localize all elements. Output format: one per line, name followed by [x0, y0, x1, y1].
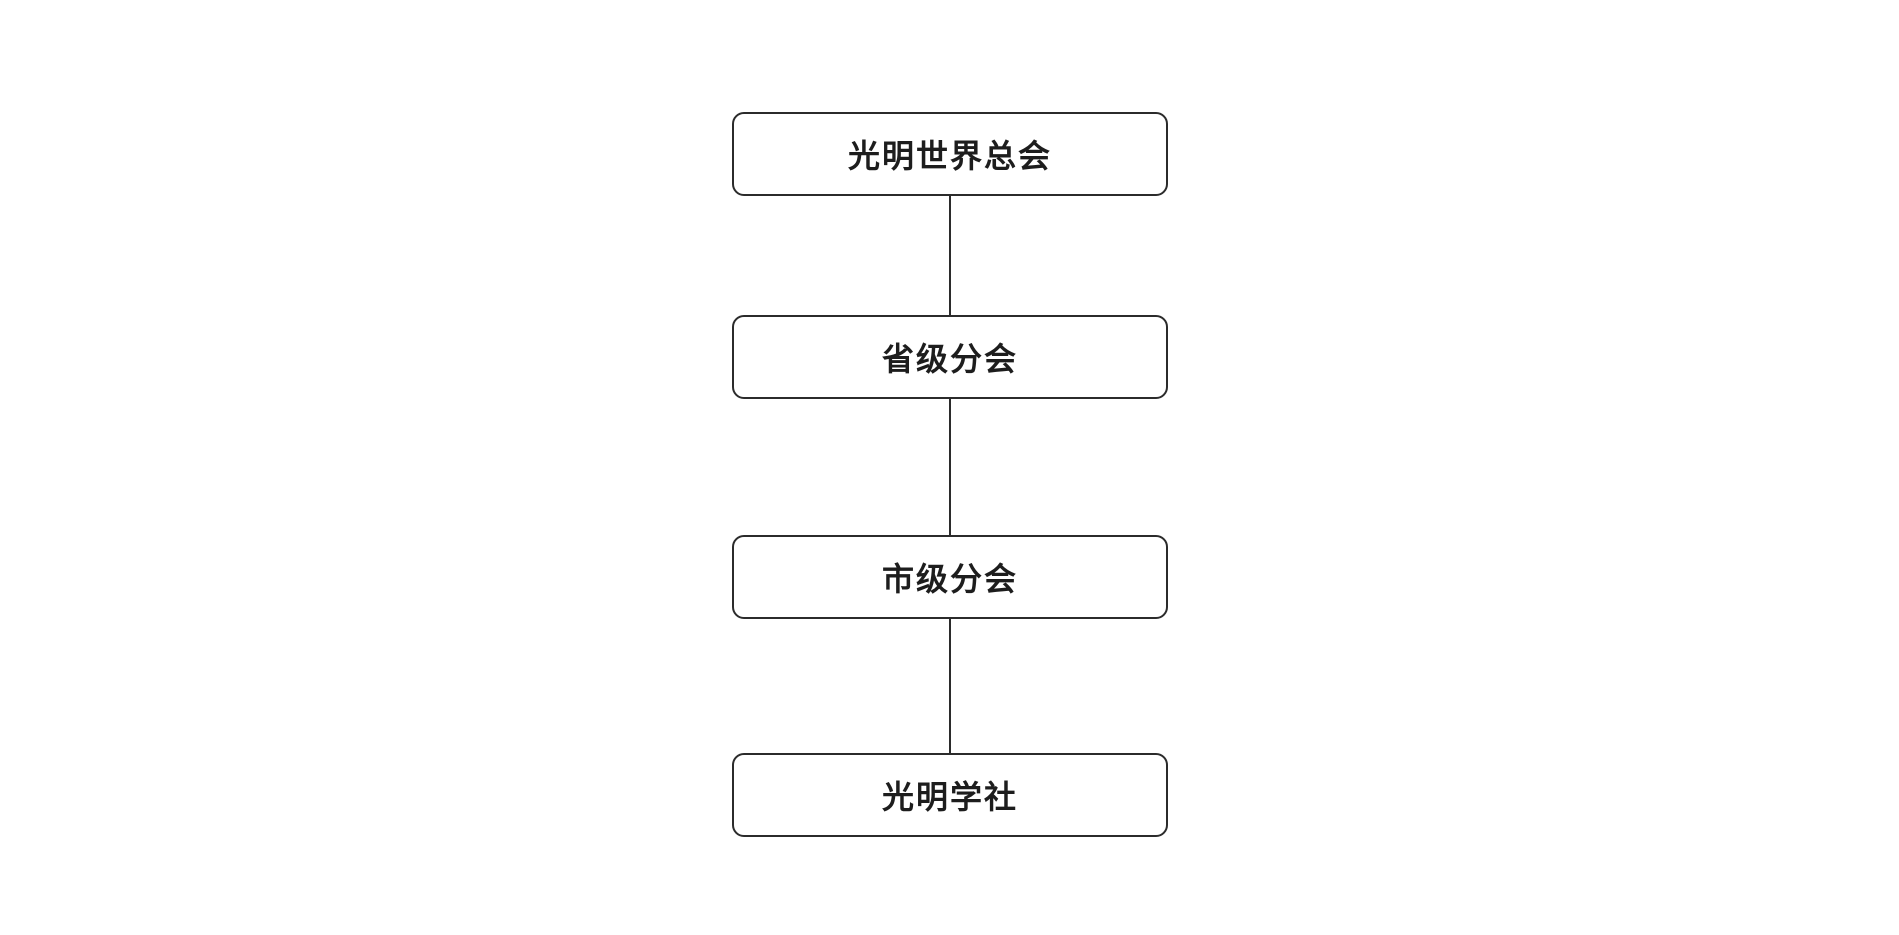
connector-provincial-to-city: [949, 399, 951, 535]
connector-city-to-society: [949, 619, 951, 753]
node-provincial-branch: 省级分会: [732, 315, 1168, 399]
node-provincial-branch-label: 省级分会: [881, 341, 1018, 377]
node-society-label: 光明学社: [881, 779, 1018, 815]
node-city-branch: 市级分会: [732, 535, 1168, 619]
node-headquarters-label: 光明世界总会: [847, 138, 1052, 174]
connector-headquarters-to-provincial: [949, 196, 951, 315]
node-headquarters: 光明世界总会: [732, 112, 1168, 196]
node-city-branch-label: 市级分会: [881, 561, 1018, 597]
node-society: 光明学社: [732, 753, 1168, 837]
